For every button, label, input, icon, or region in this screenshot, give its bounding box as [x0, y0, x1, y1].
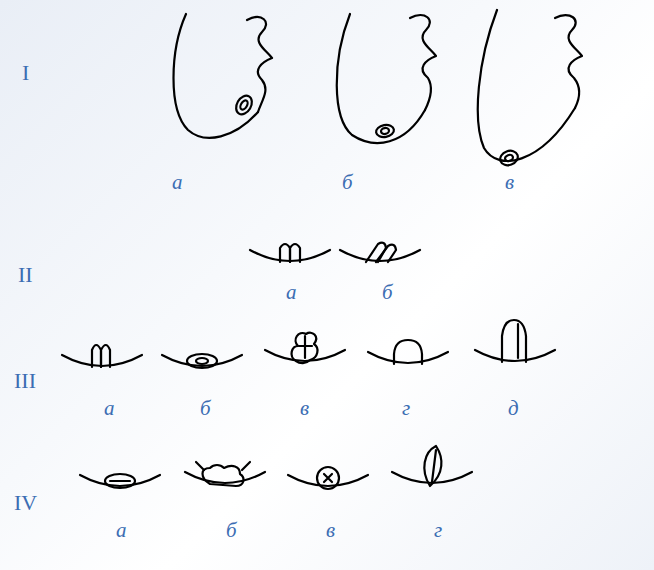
variant-letter: в	[326, 520, 335, 541]
variant-letter: а	[104, 398, 115, 419]
variant-letter: б	[200, 398, 211, 419]
variant-letter: в	[300, 398, 309, 419]
row-numeral: IV	[14, 492, 37, 514]
variant-letter: д	[508, 398, 519, 419]
variant-letter: б	[226, 520, 237, 541]
row-numeral: II	[18, 264, 33, 286]
variant-letter: а	[286, 282, 297, 303]
variant-letter: г	[402, 398, 410, 419]
variant-letter: а	[116, 520, 127, 541]
variant-letter: б	[382, 282, 393, 303]
row-numeral: I	[22, 62, 29, 84]
variant-letter: б	[342, 172, 353, 193]
variant-letter: в	[505, 172, 514, 193]
variant-letter: а	[172, 172, 183, 193]
row-numeral: III	[14, 370, 36, 392]
variant-letter: г	[434, 520, 442, 541]
